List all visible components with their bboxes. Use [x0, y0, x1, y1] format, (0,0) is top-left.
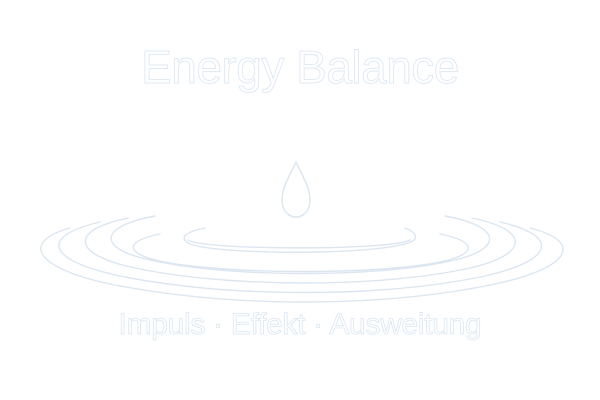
water-drop-icon [281, 160, 311, 218]
splash-ring [183, 227, 417, 253]
ripple-ring-3 [58, 221, 543, 294]
ripple-ring-4 [40, 227, 564, 303]
ripple-ring-5 [132, 233, 469, 273]
ripple-ring-2 [84, 217, 516, 284]
brand-tagline: Impuls · Effekt · Ausweitung [118, 308, 482, 341]
brand-title: Energy Balance [141, 41, 460, 93]
splash-ring-inner [187, 239, 411, 249]
water-drop-ripple-icon [40, 160, 564, 303]
ripple-ring-1 [110, 215, 491, 275]
